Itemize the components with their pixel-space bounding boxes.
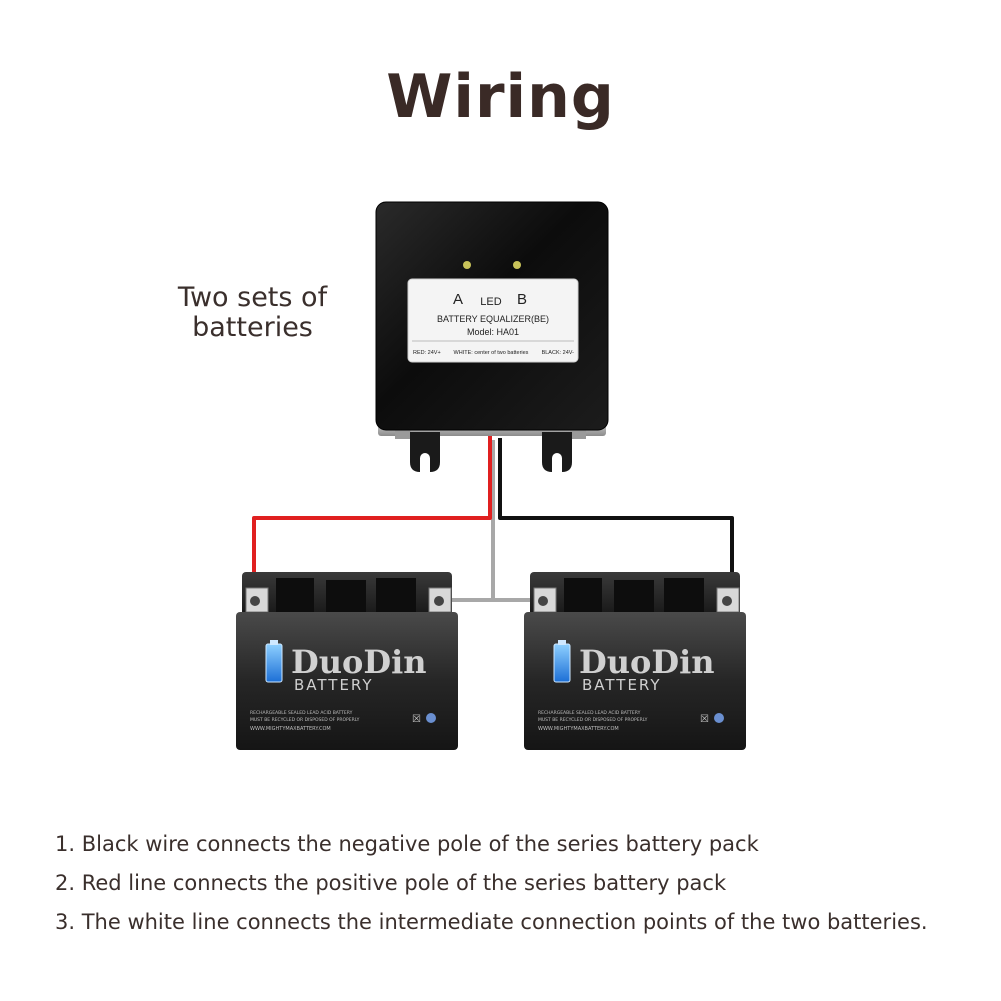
battery-cell-icon [265,640,283,683]
svg-text:☒: ☒ [700,714,709,725]
battery-subtitle: BATTERY [582,676,662,694]
battery-brand: DuoDin [291,643,427,681]
label-b: B [517,291,527,308]
positive-terminal [245,587,269,613]
battery-cell-icon [553,640,571,683]
battery-fine-print-2: MUST BE RECYCLED OR DISPOSED OF PROPERLY [538,717,648,723]
battery-right: DuoDin BATTERY RECHARGEABLE SEALED LEAD … [524,572,746,750]
mounting-ear-left [410,432,440,472]
wiring-note-black: BLACK: 24V- [542,350,575,356]
device-name: BATTERY EQUALIZER(BE) [437,314,549,324]
battery-brand: DuoDin [579,643,715,681]
battery-fine-print-2: MUST BE RECYCLED OR DISPOSED OF PROPERLY [250,717,360,723]
battery-website: WWW.MIGHTYMAXBATTERY.COM [538,726,619,732]
note-item: 2. Red line connects the positive pole o… [55,871,727,895]
positive-terminal [533,587,557,613]
recycle-icon: ☒ [412,713,436,725]
black-wire [498,438,734,600]
mounting-ear-right [542,432,572,472]
battery-equalizer: A LED B BATTERY EQUALIZER(BE) Model: HA0… [375,201,609,472]
note-item: 1. Black wire connects the negative pole… [55,832,759,856]
wiring-note-red: RED: 24V+ [413,350,441,356]
page-title: Wiring [386,62,615,132]
side-label: Two sets of batteries [177,282,328,343]
wires [252,435,734,602]
wiring-note-white: WHITE: center of two batteries [454,350,529,356]
recycle-icon: ☒ [700,713,724,725]
negative-terminal [716,587,740,613]
led-b-icon [513,261,521,269]
red-wire [252,435,492,600]
battery-website: WWW.MIGHTYMAXBATTERY.COM [250,726,331,732]
battery-subtitle: BATTERY [294,676,374,694]
battery-fine-print-1: RECHARGEABLE SEALED LEAD ACID BATTERY [538,710,641,716]
note-item: 3. The white line connects the intermedi… [55,910,928,934]
battery-fine-print-1: RECHARGEABLE SEALED LEAD ACID BATTERY [250,710,353,716]
label-led: LED [480,296,501,308]
negative-terminal [428,587,452,613]
svg-text:☒: ☒ [412,714,421,725]
label-a: A [453,291,463,308]
device-model: Model: HA01 [467,327,519,337]
led-a-icon [463,261,471,269]
battery-left: DuoDin BATTERY RECHARGEABLE SEALED LEAD … [236,572,458,750]
wiring-notes: 1. Black wire connects the negative pole… [55,825,928,942]
